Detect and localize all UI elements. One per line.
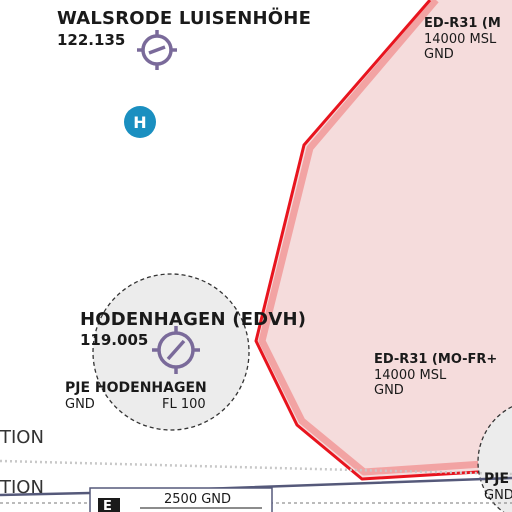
hodenhagen-airport-name[interactable]: HODENHAGEN (EDVH) xyxy=(80,309,307,330)
pje-hodenhagen-area xyxy=(92,273,250,431)
restricted-area-upper-top: 14000 MSL xyxy=(424,32,497,47)
restricted-area-name-mid: ED-R31 (MO-FR+ xyxy=(374,352,498,367)
boundary-label-upper: TION xyxy=(0,427,44,448)
boundary-line-dotted xyxy=(0,459,512,476)
pje-hodenhagen-name: PJE HODENHAGEN xyxy=(65,380,207,396)
pje-hodenhagen-lower: GND xyxy=(65,397,95,412)
pje-east-lower: GND xyxy=(484,488,512,503)
restricted-area-fill xyxy=(256,0,512,479)
restricted-area-lower-mid: GND xyxy=(374,383,404,398)
restricted-area-name-top: ED-R31 (M xyxy=(424,16,501,31)
hodenhagen-frequency: 119.005 xyxy=(80,331,149,349)
boundary-label-lower: TION xyxy=(0,477,44,498)
airspace-class-letter: E xyxy=(103,499,112,512)
pje-hodenhagen-upper: FL 100 xyxy=(162,397,206,412)
walsrode-airfield-icon[interactable] xyxy=(137,30,177,70)
heliport-icon[interactable]: H xyxy=(124,106,156,138)
pje-area-east xyxy=(477,405,512,512)
restricted-area-lower-top: GND xyxy=(424,47,454,62)
walsrode-airport-name[interactable]: WALSRODE LUISENHÖHE xyxy=(57,8,312,29)
restricted-area-upper-mid: 14000 MSL xyxy=(374,368,447,383)
restricted-area-inner-band xyxy=(258,0,512,476)
pje-east-name: PJE xyxy=(484,471,510,487)
heliport-letter: H xyxy=(133,113,146,132)
airspace-class-badge xyxy=(98,498,120,512)
restricted-area-boundary xyxy=(254,0,512,481)
airspace-box-limits: 2500 GND xyxy=(164,492,232,507)
hodenhagen-airfield-icon[interactable] xyxy=(152,326,200,374)
walsrode-frequency: 122.135 xyxy=(57,31,126,49)
